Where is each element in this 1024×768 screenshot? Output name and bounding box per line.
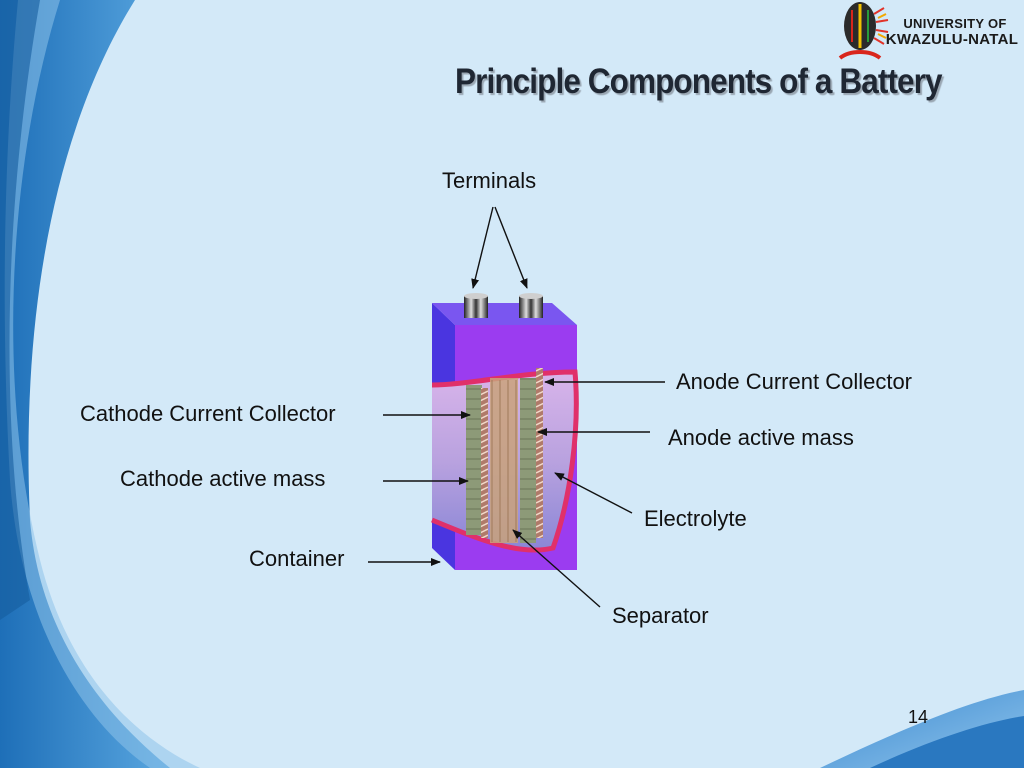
anode-current-collector-coil <box>536 368 543 538</box>
label-anode-current-collector: Anode Current Collector <box>676 369 913 394</box>
logo-line-1: UNIVERSITY OF <box>903 16 1007 31</box>
label-container: Container <box>249 546 345 571</box>
label-anode-active-mass: Anode active mass <box>668 425 854 450</box>
anode-active-mass-layer <box>520 378 536 543</box>
university-logo <box>838 2 889 60</box>
leader-lines <box>368 206 665 608</box>
logo-line-2: KWAZULU-NATAL <box>885 31 1019 48</box>
label-cathode-active-mass: Cathode active mass <box>120 466 326 491</box>
container-top <box>432 303 577 325</box>
terminal-post-left <box>464 296 488 318</box>
slide-title: Principle Components of a Battery <box>455 62 943 101</box>
separator-layer <box>490 378 518 543</box>
terminals-arrow-left <box>471 206 494 289</box>
label-cathode-current-collector: Cathode Current Collector <box>80 401 336 426</box>
label-terminals: Terminals <box>442 168 537 193</box>
cathode-active-mass-layer <box>466 385 482 535</box>
page-number: 14 <box>908 707 929 727</box>
label-electrolyte: Electrolyte <box>644 506 747 531</box>
separator-arrow <box>512 529 601 608</box>
label-separator: Separator <box>612 603 709 628</box>
terminals <box>464 293 543 318</box>
electrolyte-arrow <box>554 472 633 514</box>
cathode-current-collector-coil <box>481 388 488 538</box>
terminals-arrow-right <box>494 206 528 289</box>
terminal-post-right <box>519 296 543 318</box>
cutaway-interior <box>431 368 579 553</box>
